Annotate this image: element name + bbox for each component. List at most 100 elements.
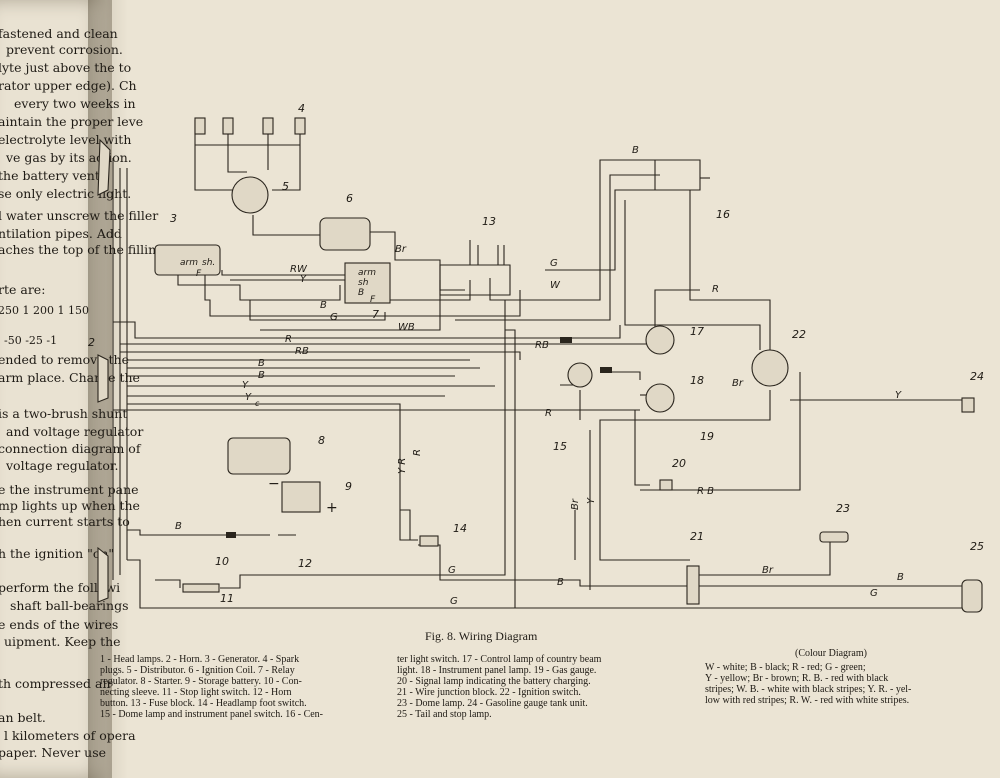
left-page-line: rte are:: [0, 282, 46, 297]
wire-label: Y: [245, 392, 252, 403]
component-number: 15: [553, 440, 567, 453]
terminal-label: −: [268, 476, 280, 492]
left-page-line: lyte just above the to: [0, 60, 132, 75]
legend-line: 25 - Tail and stop lamp.: [397, 709, 492, 720]
left-page-line: -50 -25 -1: [4, 334, 58, 347]
left-page-line: h the ignition "on": [0, 546, 115, 561]
wire-label: RB: [295, 346, 309, 357]
terminal-label: sh.: [202, 258, 215, 268]
left-page-line: ntilation pipes. Add: [0, 226, 122, 241]
wire-label: Br: [570, 498, 581, 510]
wire-label: Br: [732, 378, 744, 389]
left-page-line: mp lights up when the: [0, 498, 140, 513]
wire-label: G: [330, 312, 338, 323]
wire-label: B: [258, 370, 265, 381]
wire-label: Y R: [397, 458, 408, 474]
wire-label: W: [550, 280, 561, 291]
wire-label: B: [175, 521, 182, 532]
wire-label: B: [557, 577, 564, 588]
component-number: 18: [690, 374, 704, 387]
left-page-line: l kilometers of opera: [4, 728, 136, 743]
wire-label: B: [258, 358, 265, 369]
left-page-line: aches the top of the filling: [0, 242, 165, 257]
legend-line: 23 - Dome lamp. 24 - Gasoline gauge tank…: [397, 698, 588, 709]
wire-label: Y: [895, 390, 902, 401]
ignition-switch-shape: [751, 349, 789, 387]
horn-shape: [97, 354, 109, 403]
dome-lamp-shape: [819, 531, 849, 543]
wire-label: R: [545, 408, 552, 419]
wire-label: G: [550, 258, 558, 269]
legend-line: 1 - Head lamps. 2 - Horn. 3 - Generator.…: [100, 654, 300, 665]
component-number: 16: [716, 208, 730, 221]
component-number: 14: [453, 522, 467, 535]
wire-label: R: [712, 284, 719, 295]
legend-line: 20 - Signal lamp indicating the battery …: [397, 676, 591, 687]
storage-battery-shape: [281, 481, 321, 513]
left-page-line: rator upper edge). Ch: [0, 78, 137, 93]
left-page-line: and voltage regulator: [6, 424, 144, 439]
component-number: 21: [690, 530, 704, 543]
component-number: 6: [346, 192, 353, 205]
component-number: 24: [970, 370, 984, 383]
left-page-line: every two weeks in: [14, 96, 136, 111]
left-page-line: 250 1 200 1 150: [0, 304, 89, 317]
left-harness: [112, 158, 128, 580]
legend-line: plugs. 5 - Distributor. 6 - Ignition Coi…: [100, 665, 295, 676]
wire-label: B: [897, 572, 904, 583]
wire-label: Y: [242, 380, 249, 391]
left-page-line: is a two-brush shunt: [0, 406, 128, 421]
left-page-line: connection diagram of: [0, 441, 141, 456]
colour-legend-line: stripes; W. B. - white with black stripe…: [705, 684, 912, 695]
wire-label: WB: [398, 322, 415, 333]
left-page-line: th compressed air: [0, 676, 113, 691]
left-page-line: fastened and clean: [0, 26, 118, 41]
wire-label: G: [870, 588, 878, 599]
wire-label: B: [320, 300, 327, 311]
left-page-line: ended to remove the: [0, 352, 129, 367]
legend-line: necting sleeve. 11 - Stop light switch. …: [100, 687, 292, 698]
tail-lamp-shape: [961, 579, 983, 613]
left-page-line: hen current starts to: [0, 514, 130, 529]
left-page-line: aintain the proper leve: [0, 114, 144, 129]
legend-line: 15 - Dome lamp and instrument panel swit…: [100, 709, 324, 720]
legend-line: light. 18 - Instrument panel lamp. 19 - …: [397, 665, 597, 676]
figure-caption: Fig. 8. Wiring Diagram: [425, 629, 538, 643]
generator-shape: [154, 244, 221, 276]
wire-label: B: [632, 145, 639, 156]
component-number: 11: [220, 592, 234, 605]
left-page-line: e the instrument pane: [0, 482, 139, 497]
right-page: [100, 0, 1000, 778]
wire-label: Br: [395, 244, 407, 255]
stop-light-switch-shape: [182, 583, 220, 593]
wire-junction-block-shape: [686, 565, 700, 605]
terminal-label: arm: [358, 268, 376, 278]
left-page-line: the battery vents,: [0, 168, 111, 183]
headlamp-foot-switch-shape: [419, 535, 439, 547]
colour-diagram-title: (Colour Diagram): [795, 648, 867, 659]
left-page-line: voltage regulator.: [6, 458, 119, 473]
terminal-label: B: [358, 288, 364, 298]
colour-legend-line: W - white; B - black; R - red; G - green…: [705, 662, 866, 673]
component-number: 12: [298, 557, 312, 570]
colour-legend-line: low with red stripes; R. W. - red with w…: [705, 695, 910, 706]
left-page-line: an belt.: [0, 710, 46, 725]
colour-legend-line: Y - yellow; Br - brown; R. B. - red with…: [705, 673, 889, 684]
gasoline-gauge-unit-shape: [961, 397, 975, 413]
wire-label: Y: [586, 497, 597, 504]
component-number: 7: [372, 308, 379, 321]
component-number: 3: [170, 212, 177, 225]
terminal-label: F: [370, 295, 376, 305]
component-number: 23: [836, 502, 850, 515]
legend-line: button. 13 - Fuse block. 14 - Headlamp f…: [100, 698, 307, 709]
component-number: 20: [672, 457, 686, 470]
ignition-coil-shape: [319, 217, 371, 251]
wire-label: R: [412, 449, 423, 456]
component-number: 5: [282, 180, 289, 193]
component-number: 4: [298, 102, 305, 115]
starter-shape: [227, 437, 291, 475]
left-headlamp-top: [97, 138, 111, 196]
relay-shape: [344, 262, 391, 304]
terminal-label: +: [326, 500, 338, 516]
